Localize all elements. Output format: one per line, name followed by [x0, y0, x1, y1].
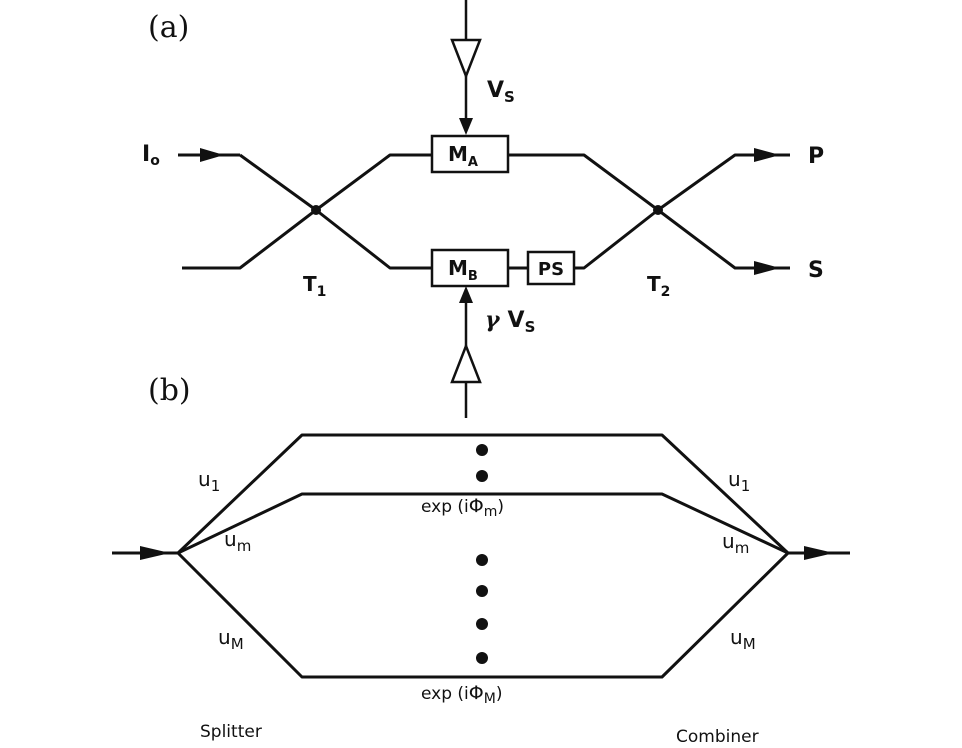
- phase-m-label: exp (iΦm): [421, 495, 504, 520]
- arrow-up-icon: [459, 286, 473, 303]
- arrow-down-icon: [459, 118, 473, 135]
- combiner-label: Combiner: [676, 727, 759, 747]
- splitter-label: Splitter: [200, 722, 262, 742]
- amplifier-bottom: [450, 286, 482, 418]
- coupler-1-label: T1: [303, 272, 326, 300]
- phase-M-label: exp (iΦM): [421, 682, 502, 707]
- arm-M: [176, 551, 790, 679]
- arrow-right-icon: [140, 546, 170, 560]
- arrow-right-icon: [754, 148, 780, 162]
- splitter-input: [112, 546, 178, 560]
- u1-left-label: u1: [198, 467, 220, 495]
- arrow-right-icon: [804, 546, 834, 560]
- combiner-output: [788, 546, 850, 560]
- output-p-label: P: [808, 144, 824, 169]
- coupler-2: [508, 148, 790, 275]
- input-waveguide: [178, 148, 240, 162]
- uM-left-label: uM: [218, 625, 244, 653]
- uM-right-label: uM: [730, 625, 756, 653]
- um-left-label: um: [224, 527, 251, 555]
- modulator-a: [430, 134, 510, 174]
- modulator-b-label: MB: [448, 256, 478, 284]
- input-label: Io: [142, 142, 160, 169]
- arm-1: [176, 433, 790, 555]
- coupler-2-label: T2: [647, 272, 670, 300]
- modulator-a-label: MA: [448, 142, 478, 170]
- amplifier-top: [450, 0, 482, 135]
- output-s-label: S: [808, 258, 824, 283]
- arrow-right-icon: [754, 261, 780, 275]
- ellipsis-dots: [476, 444, 488, 664]
- panel-b-label: (b): [148, 373, 191, 408]
- u1-right-label: u1: [728, 467, 750, 495]
- phase-shifter-label: PS: [538, 259, 564, 280]
- arm-m: [177, 492, 789, 555]
- panel-a-label: (a): [148, 10, 189, 45]
- coupler-1: [182, 153, 432, 270]
- arrow-right-icon: [200, 148, 224, 162]
- voltage-top-label: VS: [487, 78, 515, 106]
- um-right-label: um: [722, 529, 749, 557]
